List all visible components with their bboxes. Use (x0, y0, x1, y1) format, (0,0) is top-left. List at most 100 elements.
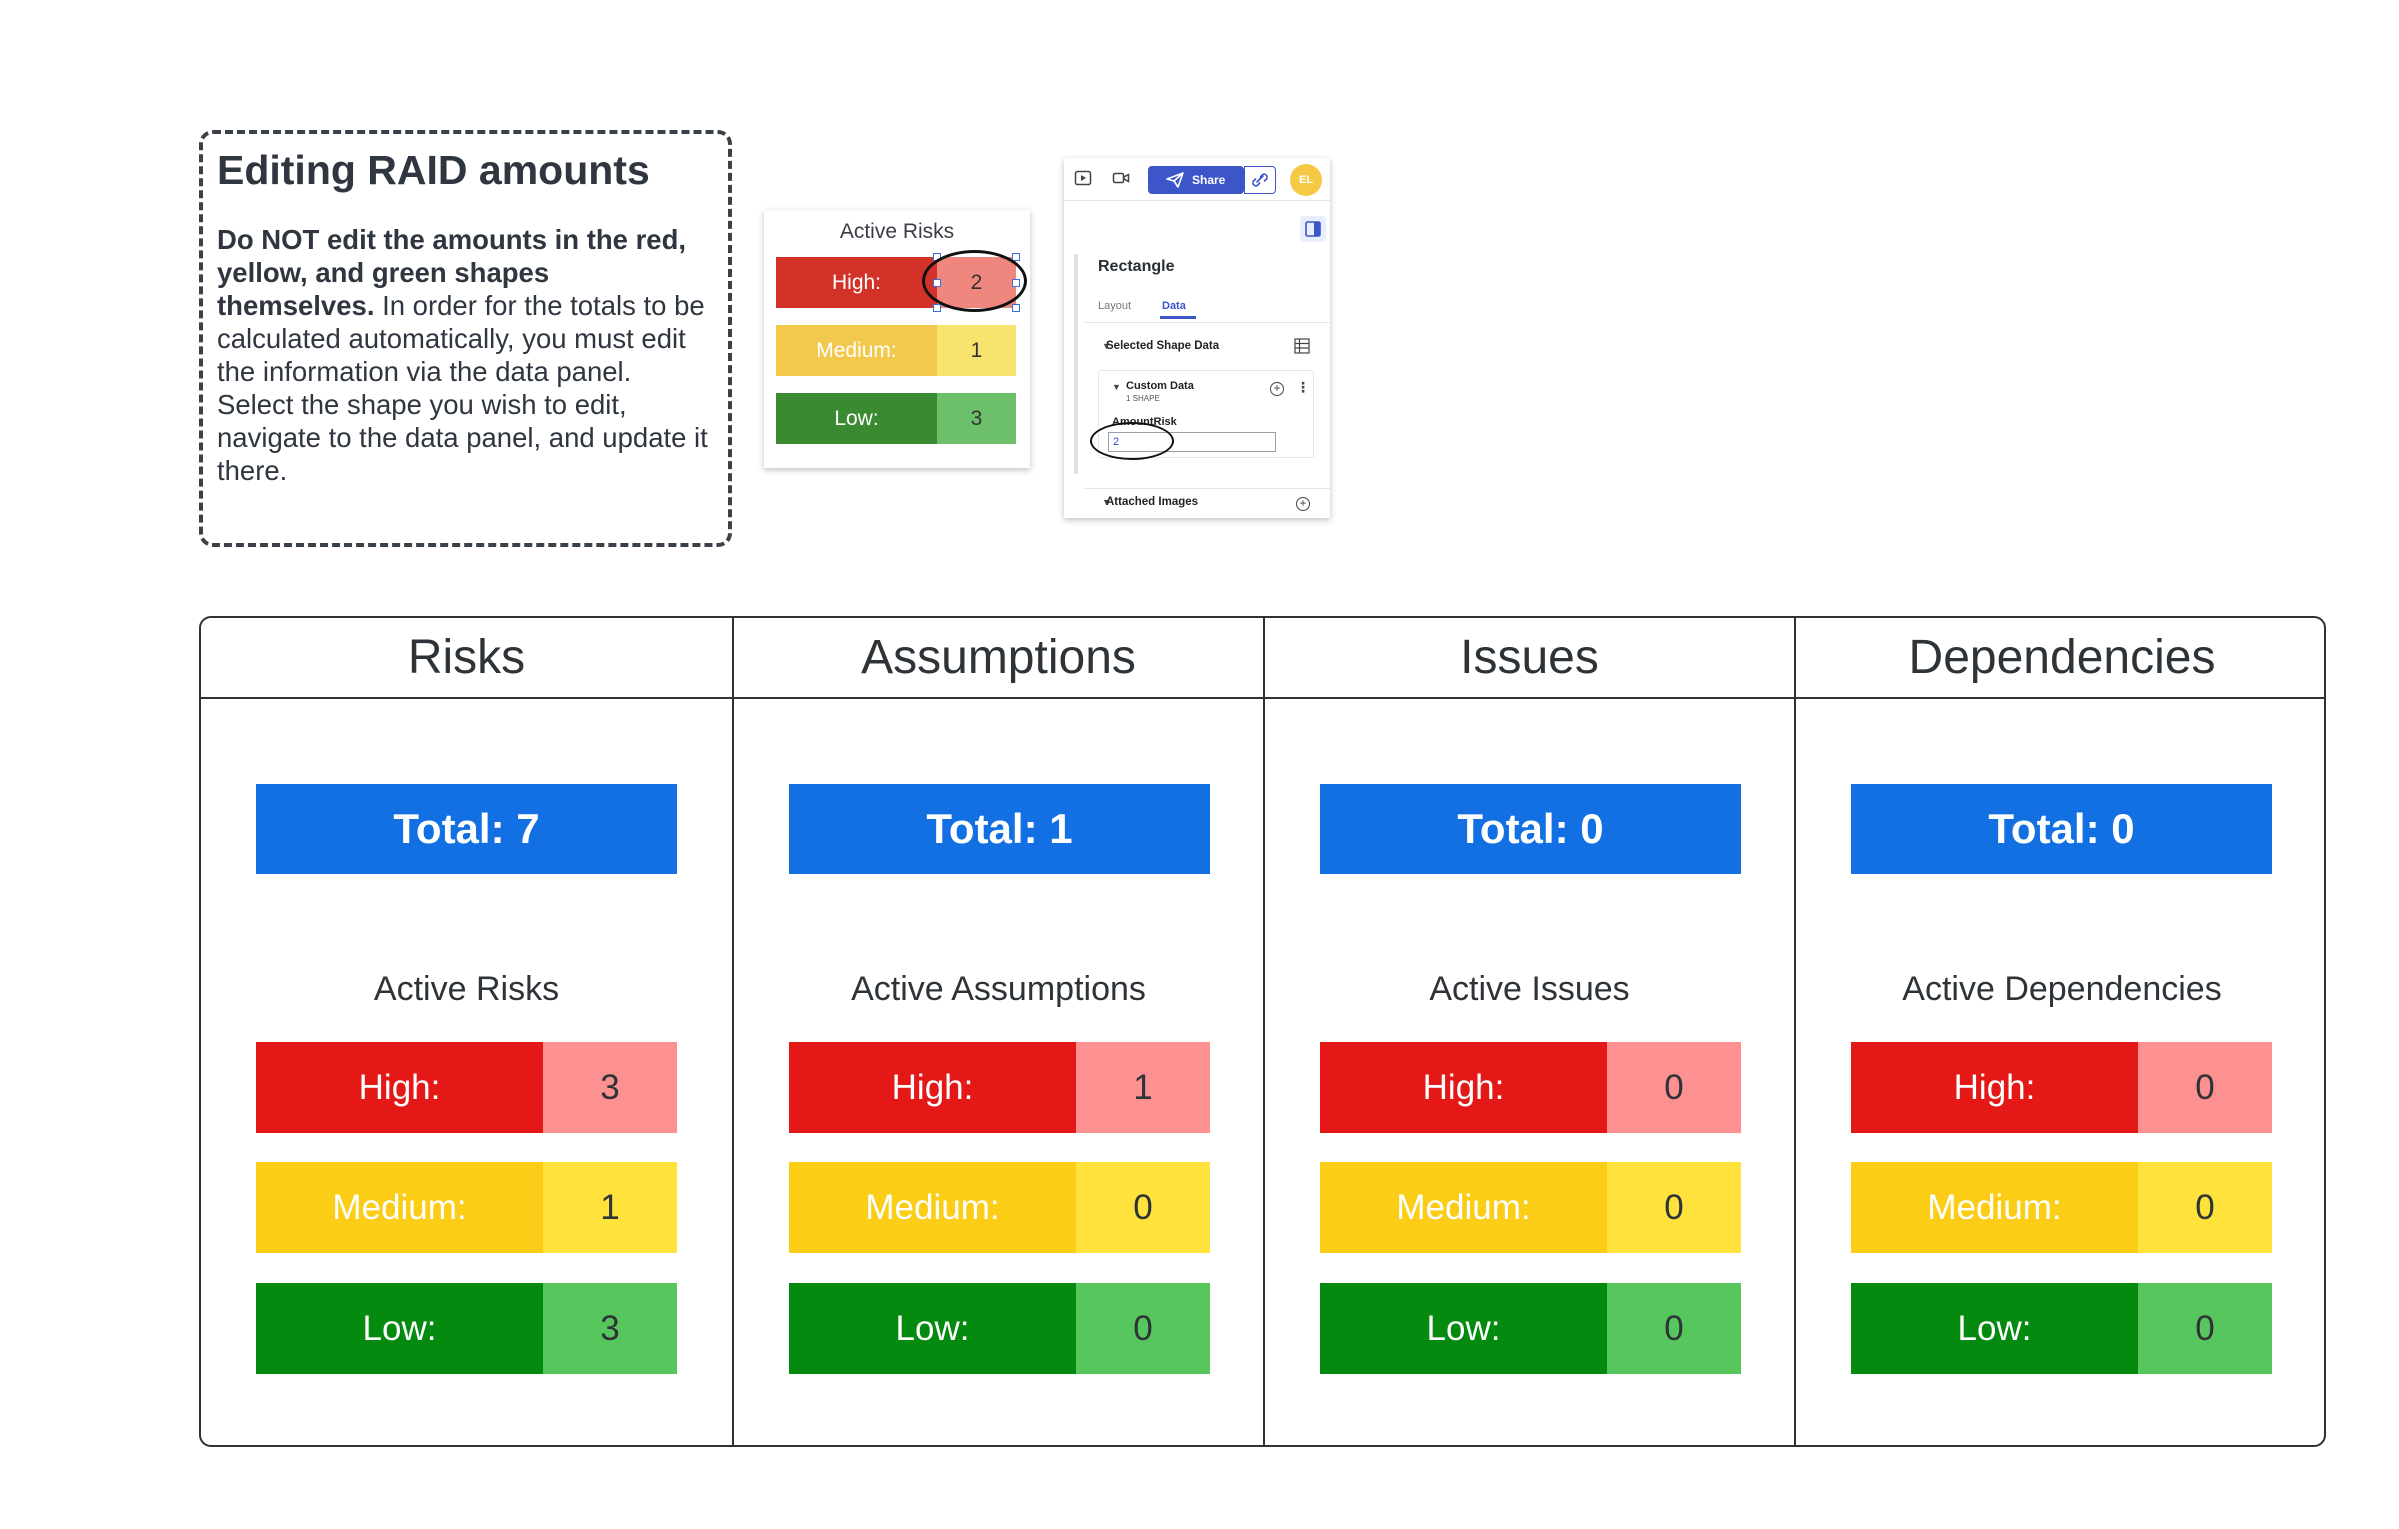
highlight-ellipse (1090, 422, 1174, 460)
medium-label[interactable]: Medium: (1851, 1162, 2138, 1253)
low-label[interactable]: Low: (1851, 1283, 2138, 1374)
row-high[interactable]: High: 0 (1320, 1042, 1741, 1133)
sidebar-panel-icon (1305, 221, 1321, 237)
caret-down-icon[interactable]: ▼ (1102, 341, 1111, 351)
row-low[interactable]: Low: 0 (789, 1283, 1210, 1374)
medium-value[interactable]: 0 (2138, 1162, 2272, 1253)
row-high[interactable]: High: 0 (1851, 1042, 2272, 1133)
low-value[interactable]: 0 (2138, 1283, 2272, 1374)
column-risks: Risks Total: 7 Active Risks High: 3 Medi… (201, 618, 732, 1445)
example-active-risks-card[interactable]: Active Risks High: 2 Medium: 1 Low: 3 (764, 210, 1030, 468)
high-value[interactable]: 1 (1076, 1042, 1210, 1133)
example-data-panel[interactable]: Share EL Rectangle Layout Data ▼ Selecte… (1064, 158, 1330, 518)
high-value[interactable]: 0 (1607, 1042, 1741, 1133)
low-label[interactable]: Low: (256, 1283, 543, 1374)
share-button-label: Share (1192, 173, 1226, 187)
row-low[interactable]: Low: 3 (256, 1283, 677, 1374)
column-header: Assumptions (734, 618, 1263, 699)
panel-topbar: Share EL (1064, 158, 1330, 201)
caret-down-icon[interactable]: ▼ (1112, 382, 1121, 392)
medium-label[interactable]: Medium: (1320, 1162, 1607, 1253)
paper-plane-icon (1166, 172, 1184, 188)
table-icon[interactable] (1294, 338, 1310, 354)
custom-data-box (1098, 370, 1314, 458)
column-header: Dependencies (1796, 618, 2324, 699)
high-label[interactable]: High: (1851, 1042, 2138, 1133)
example-low-value[interactable]: 3 (937, 393, 1016, 444)
example-medium-label: Medium: (776, 325, 937, 376)
highlight-ellipse (922, 250, 1027, 312)
link-icon (1252, 173, 1268, 187)
active-title: Active Risks (373, 970, 560, 1008)
caret-down-icon[interactable]: ▼ (1102, 497, 1111, 507)
tab-layout[interactable]: Layout (1098, 300, 1132, 312)
active-title: Active Dependencies (1902, 970, 2222, 1008)
note-title: Editing RAID amounts (217, 147, 650, 193)
low-value[interactable]: 0 (1076, 1283, 1210, 1374)
panel-scroll-strip[interactable] (1074, 254, 1078, 474)
add-field-icon[interactable]: + (1270, 382, 1284, 396)
present-icon[interactable] (1074, 170, 1092, 186)
copy-link-button[interactable] (1244, 166, 1276, 194)
medium-value[interactable]: 0 (1607, 1162, 1741, 1253)
example-card-title: Active Risks (839, 220, 955, 243)
selection-handle[interactable] (1012, 253, 1020, 261)
attached-images-header[interactable]: Attached Images (1106, 496, 1199, 508)
row-medium[interactable]: Medium: 0 (789, 1162, 1210, 1253)
low-value[interactable]: 0 (1607, 1283, 1741, 1374)
custom-data-label[interactable]: Custom Data (1126, 380, 1194, 392)
low-value[interactable]: 3 (543, 1283, 677, 1374)
row-medium[interactable]: Medium: 0 (1851, 1162, 2272, 1253)
total-box[interactable]: Total: 0 (1320, 784, 1741, 874)
high-value[interactable]: 3 (543, 1042, 677, 1133)
row-low[interactable]: Low: 0 (1320, 1283, 1741, 1374)
selected-shape-data-header[interactable]: Selected Shape Data (1106, 340, 1220, 352)
medium-label[interactable]: Medium: (789, 1162, 1076, 1253)
column-issues: Issues Total: 0 Active Issues High: 0 Me… (1263, 618, 1794, 1445)
selection-handle[interactable] (933, 304, 941, 312)
instruction-note[interactable]: Editing RAID amounts Do NOT edit the amo… (199, 130, 732, 547)
example-row-low[interactable]: Low: 3 (776, 393, 1016, 444)
active-title: Active Issues (1429, 970, 1630, 1008)
row-high[interactable]: High: 1 (789, 1042, 1210, 1133)
medium-value[interactable]: 0 (1076, 1162, 1210, 1253)
column-dependencies: Dependencies Total: 0 Active Dependencie… (1794, 618, 2324, 1445)
column-assumptions: Assumptions Total: 1 Active Assumptions … (732, 618, 1263, 1445)
example-row-medium[interactable]: Medium: 1 (776, 325, 1016, 376)
shape-type-title: Rectangle (1098, 258, 1175, 275)
row-high[interactable]: High: 3 (256, 1042, 677, 1133)
high-label[interactable]: High: (1320, 1042, 1607, 1133)
tab-data[interactable]: Data (1162, 300, 1186, 312)
share-button[interactable]: Share (1148, 166, 1244, 194)
more-options-icon[interactable]: ⋮ (1296, 379, 1310, 395)
row-medium[interactable]: Medium: 0 (1320, 1162, 1741, 1253)
note-bold-warning: Do NOT edit the amounts in the red, yell… (217, 224, 687, 322)
selection-handle[interactable] (1012, 304, 1020, 312)
user-avatar[interactable]: EL (1290, 164, 1322, 196)
panel-toggle-button[interactable] (1300, 216, 1326, 242)
high-label[interactable]: High: (789, 1042, 1076, 1133)
active-tab-indicator (1160, 316, 1196, 319)
add-image-icon[interactable]: + (1296, 497, 1310, 511)
divider (1084, 322, 1330, 323)
example-medium-value[interactable]: 1 (937, 325, 1016, 376)
high-value[interactable]: 0 (2138, 1042, 2272, 1133)
high-label[interactable]: High: (256, 1042, 543, 1133)
medium-label[interactable]: Medium: (256, 1162, 543, 1253)
raid-board: Risks Total: 7 Active Risks High: 3 Medi… (199, 616, 2326, 1447)
total-box[interactable]: Total: 0 (1851, 784, 2272, 874)
total-box[interactable]: Total: 7 (256, 784, 677, 874)
column-header: Issues (1265, 618, 1794, 699)
low-label[interactable]: Low: (1320, 1283, 1607, 1374)
note-instructions: In order for the totals to be calculated… (217, 290, 708, 487)
active-title: Active Assumptions (851, 970, 1146, 1008)
video-icon[interactable] (1112, 170, 1130, 186)
total-box[interactable]: Total: 1 (789, 784, 1210, 874)
medium-value[interactable]: 1 (543, 1162, 677, 1253)
row-medium[interactable]: Medium: 1 (256, 1162, 677, 1253)
low-label[interactable]: Low: (789, 1283, 1076, 1374)
example-low-label: Low: (776, 393, 937, 444)
note-body: Do NOT edit the amounts in the red, yell… (217, 223, 710, 487)
row-low[interactable]: Low: 0 (1851, 1283, 2272, 1374)
custom-data-shape-count: 1 SHAPE (1126, 394, 1160, 403)
